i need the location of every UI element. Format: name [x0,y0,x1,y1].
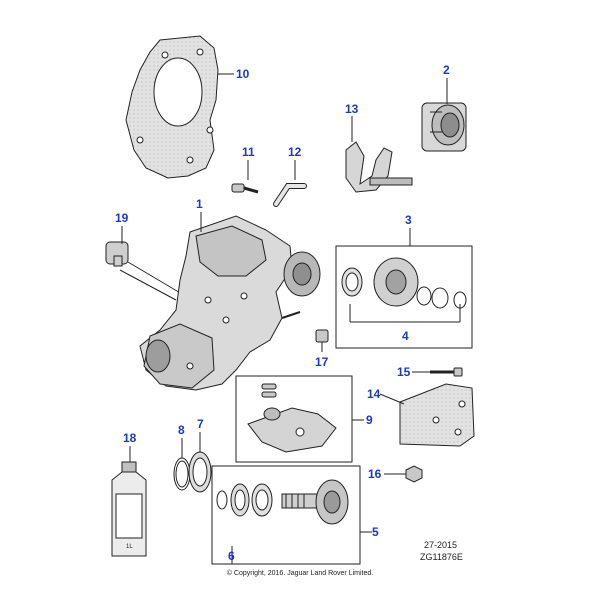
callout-10: 10 [236,67,250,81]
group-box-5-6 [211,465,361,565]
callout-18: 18 [123,431,137,445]
callout-11: 11 [242,145,255,159]
part-12-breather [273,183,307,207]
callout-5: 5 [372,525,379,539]
part-5-6-output-shaft [216,479,349,525]
part-15-bolt [430,367,463,377]
callout-13: 13 [345,102,359,116]
callout-4: 4 [402,329,409,343]
callout-3: 3 [405,213,412,227]
group-box-9 [235,375,353,463]
callout-8: 8 [178,423,185,437]
callout-12: 12 [288,145,302,159]
callout-7: 7 [197,417,204,431]
part-18-oil-bottle [111,461,147,557]
part-17-bolt [315,329,329,343]
part-11-bolt [231,183,259,194]
part-14-plate [399,383,475,447]
callout-15: 15 [397,365,411,379]
part-8-o-ring [173,457,191,491]
callout-17: 17 [315,355,329,369]
part-7-seal [188,451,212,493]
callout-1: 1 [196,197,203,211]
part-1-transfer-case [139,215,321,391]
part-10-cover-gasket [125,35,219,179]
drawing-reference: ZG11876E [420,552,463,562]
part-16-nut [405,465,423,483]
part-19-plug [105,241,129,267]
callout-16: 16 [368,467,382,481]
date-code: 27-2015 [424,540,458,550]
bottle-volume-label: 1L [126,544,133,550]
part-3-4-output-assembly [341,257,467,309]
part-13-shift-fork [345,141,413,193]
copyright-notice: © Copyright, 2016. Jaguar Land Rover Lim… [226,570,374,577]
part-9-oil-pump [247,383,337,453]
callout-6: 6 [228,549,235,563]
part-2-actuator [421,102,467,152]
callout-9: 9 [366,413,373,427]
callout-19: 19 [115,211,129,225]
group-box-3-4 [335,245,473,349]
callout-2: 2 [443,63,450,77]
callout-14: 14 [367,387,381,401]
